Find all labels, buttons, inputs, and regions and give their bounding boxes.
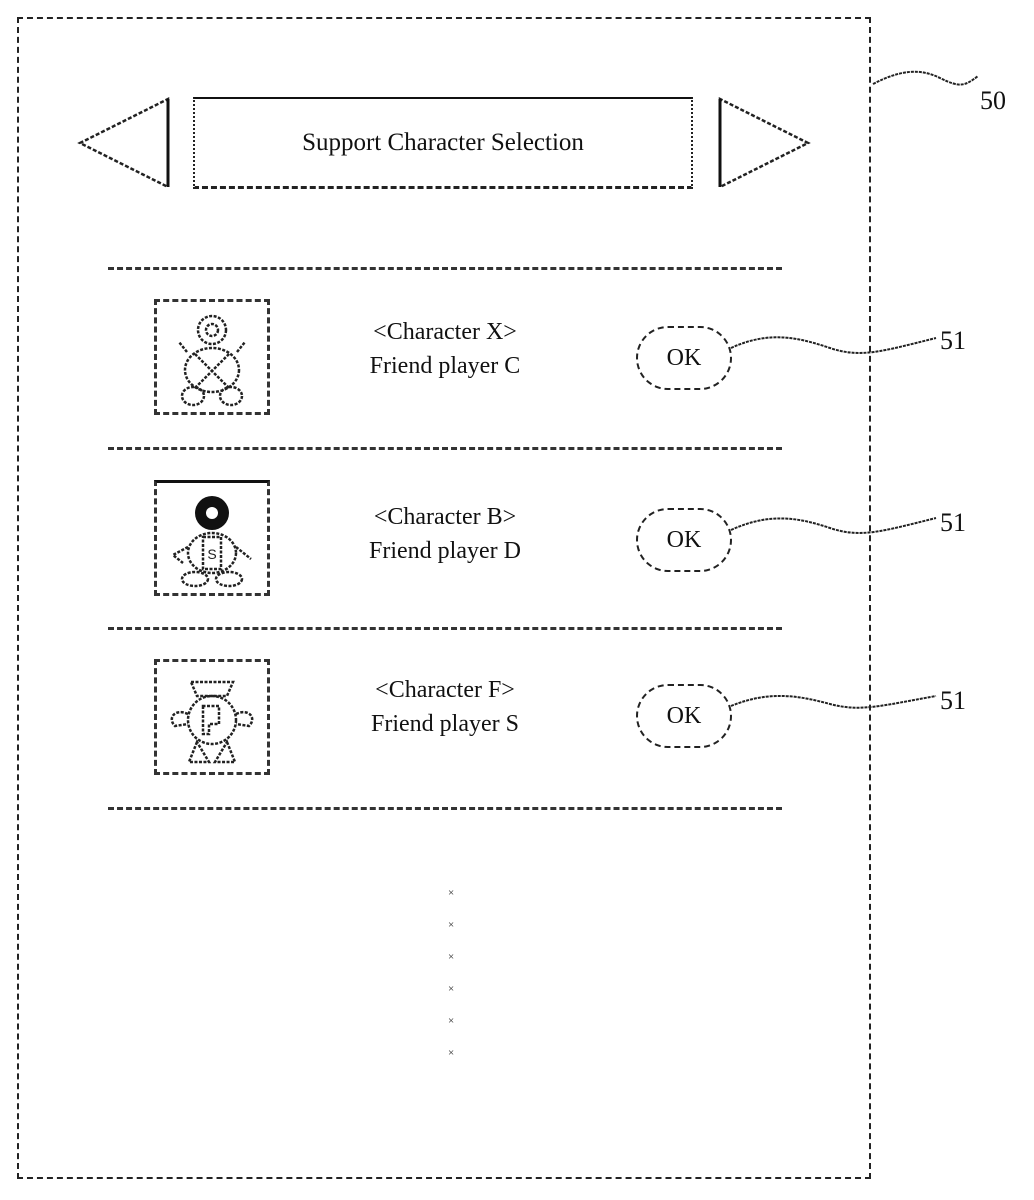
leader-line-50 — [873, 72, 978, 85]
list-item: S <Character B> Friend player D OK 51 — [0, 448, 1034, 628]
row-text: <Character B> Friend player D — [315, 500, 575, 568]
prev-page-button[interactable] — [78, 97, 174, 189]
ok-button[interactable]: OK — [636, 326, 732, 390]
row-text: <Character X> Friend player C — [315, 315, 575, 383]
character-name: <Character B> — [315, 500, 575, 534]
header-title-text: Support Character Selection — [302, 129, 584, 157]
ellipsis-dot: × — [448, 986, 454, 992]
ellipsis-dot: × — [448, 1050, 454, 1056]
reference-numeral-51: 51 — [940, 686, 966, 716]
reference-numeral-51: 51 — [940, 508, 966, 538]
ellipsis-dot: × — [448, 890, 454, 896]
friend-name: Friend player S — [315, 707, 575, 741]
svg-text:S: S — [207, 546, 216, 562]
ellipsis-dot: × — [448, 922, 454, 928]
friend-name: Friend player C — [315, 349, 575, 383]
character-f-portrait-icon — [154, 659, 270, 775]
list-item: <Character X> Friend player C OK 51 — [0, 268, 1034, 448]
friend-name: Friend player D — [315, 534, 575, 568]
ellipsis-dot: × — [448, 954, 454, 960]
header-title: Support Character Selection — [193, 97, 693, 189]
character-name: <Character F> — [315, 673, 575, 707]
character-b-portrait-icon: S — [154, 480, 270, 596]
character-x-portrait-icon — [154, 299, 270, 415]
reference-numeral-51: 51 — [940, 326, 966, 356]
next-page-button[interactable] — [716, 97, 812, 189]
more-items-indicator[interactable]: × × × × × × — [448, 890, 460, 1082]
row-text: <Character F> Friend player S — [315, 673, 575, 741]
list-item: <Character F> Friend player S OK 51 — [0, 628, 1034, 808]
reference-numeral-50: 50 — [980, 86, 1006, 116]
left-triangle-arrow-icon — [78, 97, 174, 189]
ellipsis-dot: × — [448, 1018, 454, 1024]
character-name: <Character X> — [315, 315, 575, 349]
ok-button[interactable]: OK — [636, 508, 732, 572]
ok-button[interactable]: OK — [636, 684, 732, 748]
right-triangle-arrow-icon — [716, 97, 812, 189]
